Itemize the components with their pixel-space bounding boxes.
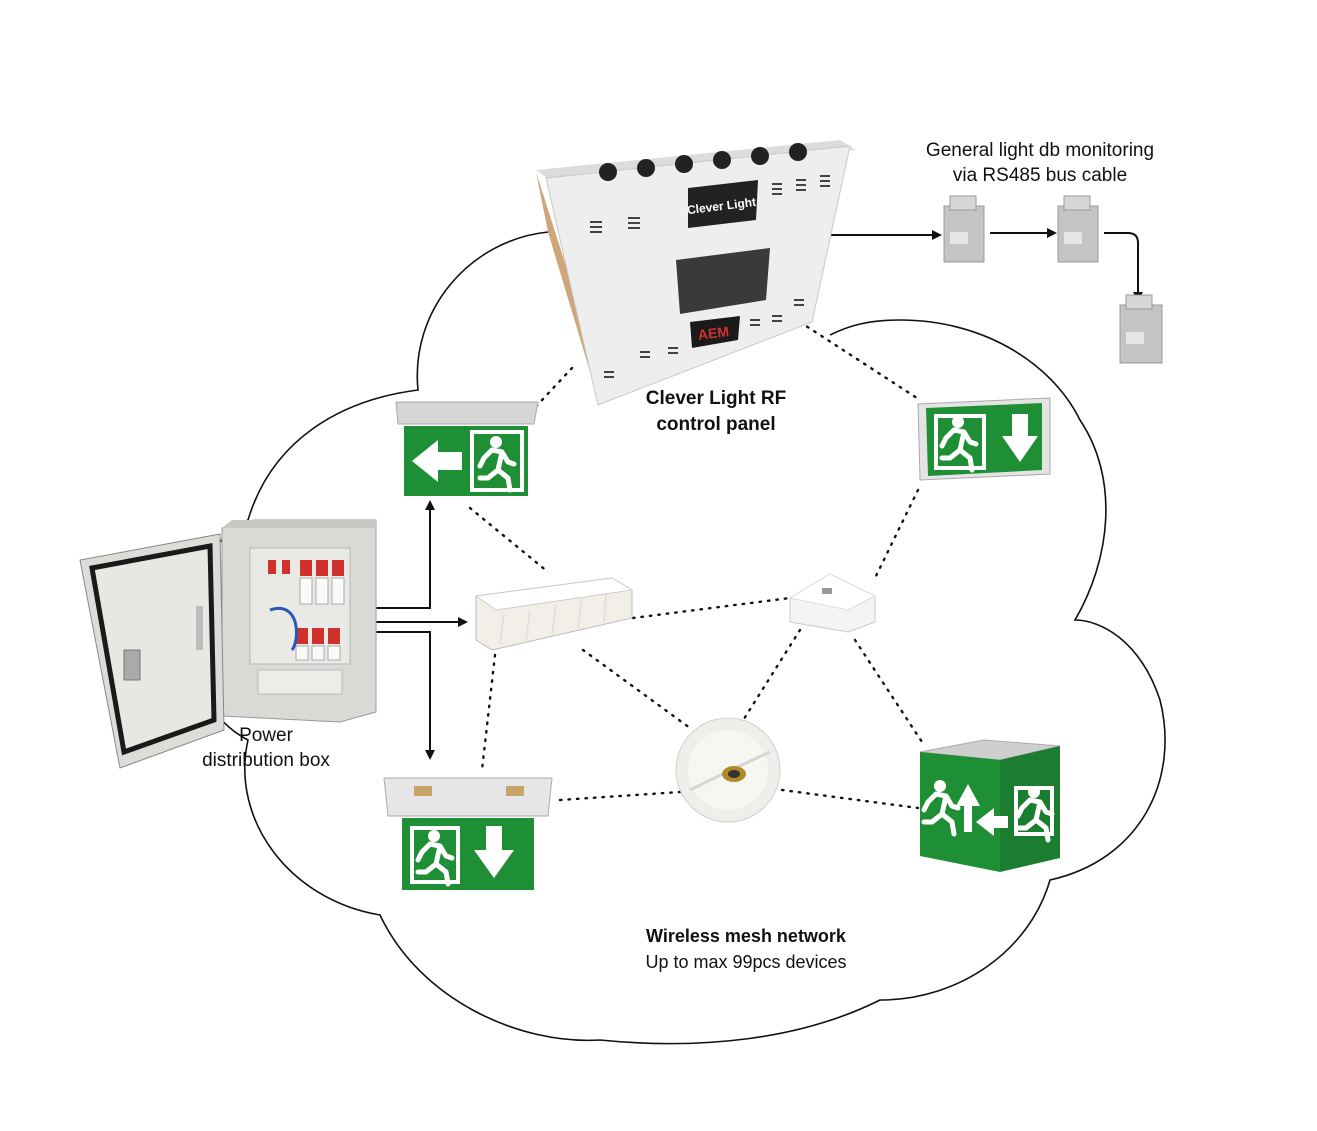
rs485-module-1 — [943, 195, 985, 263]
arrow-left-icon — [976, 808, 1008, 836]
power-distribution-box — [79, 519, 377, 769]
control-panel-label-line1: Clever Light RF — [646, 388, 786, 409]
bulkhead-emergency-light — [474, 577, 634, 651]
arrow-up-icon — [956, 784, 980, 832]
mesh-network-title: Wireless mesh network — [646, 926, 847, 946]
exit-sign-down-arrow-left — [383, 777, 553, 890]
rs485-module-2 — [1057, 195, 1099, 263]
rs485-bus-cable — [830, 228, 1143, 302]
power-box-label-line2: distribution box — [202, 750, 330, 771]
mesh-cloud-outline — [188, 231, 1166, 1045]
round-emergency-downlight — [675, 717, 781, 823]
mesh-network-subtitle: Up to max 99pcs devices — [645, 952, 846, 972]
exit-sign-cube — [919, 739, 1061, 872]
exit-sign-down-arrow-right — [917, 397, 1051, 481]
panel-logo-text: AEM — [697, 323, 730, 343]
control-panel-device: Clever Light AEM — [536, 140, 856, 406]
power-box-label-line1: Power — [239, 725, 294, 746]
control-panel-label-line2: control panel — [656, 414, 775, 435]
diagram-labels: General light db monitoring via RS485 bu… — [202, 140, 1154, 972]
arrow-down-icon — [1002, 414, 1038, 462]
mesh-links — [468, 320, 924, 810]
exit-sign-left-arrow — [395, 401, 539, 496]
power-wiring — [362, 500, 468, 760]
monitoring-label-line1: General light db monitoring — [926, 140, 1154, 161]
arrow-left-icon — [412, 440, 462, 482]
ceiling-sensor-box — [788, 573, 877, 633]
arrow-down-icon — [474, 826, 514, 878]
rs485-module-3 — [1119, 294, 1163, 364]
monitoring-label-line2: via RS485 bus cable — [953, 165, 1127, 186]
